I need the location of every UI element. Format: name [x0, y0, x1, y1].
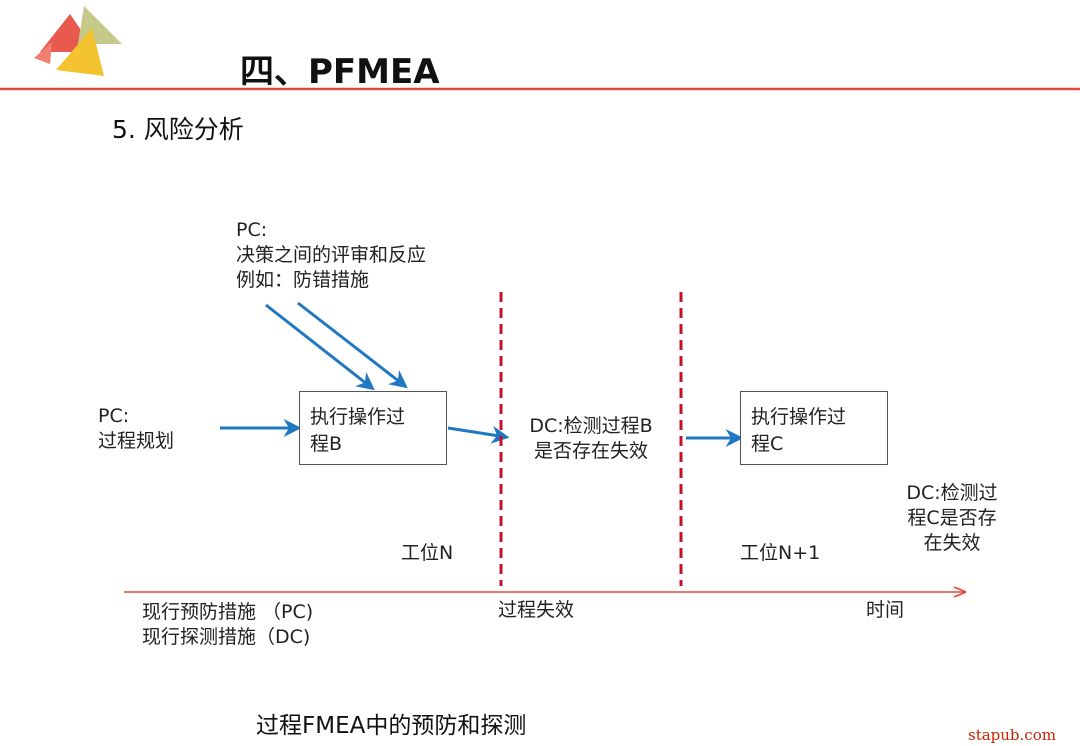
pc-left-line2: 过程规划 — [98, 430, 175, 452]
process-box-c: 执行操作过 程C — [740, 391, 888, 465]
dc-c-line3: 在失效 — [923, 532, 981, 554]
time-label: 时间 — [866, 599, 905, 621]
arrow-pc-top-2 — [297, 301, 408, 389]
box-c-line1: 执行操作过 — [751, 406, 847, 428]
legend-dc: 现行探测措施（DC) — [142, 626, 311, 648]
pc-left-label: PC: 过程规划 — [98, 404, 174, 454]
logo-triangle-yellow — [56, 28, 104, 76]
page-title: 四、PFMEA — [240, 52, 440, 92]
dc-c-line1: DC:检测过 — [906, 482, 998, 504]
pc-top-label: PC: 决策之间的评审和反应 例如：防错措施 — [236, 218, 426, 293]
header-decoration — [0, 6, 1080, 91]
legend-pc: 现行预防措施 （PC) — [142, 601, 314, 623]
dc-c-line2: 程C是否存 — [907, 507, 997, 529]
box-c-line2: 程C — [751, 433, 784, 455]
process-box-b: 执行操作过 程B — [299, 391, 447, 465]
dc-c-label: DC:检测过 程C是否存 在失效 — [896, 481, 1008, 556]
logo — [34, 6, 122, 76]
dc-b-label: DC:检测过程B 是否存在失效 — [516, 414, 666, 464]
watermark: stapub.com — [968, 726, 1056, 744]
station-n-label: 工位N — [401, 542, 454, 564]
arrow-pc-top-1 — [265, 303, 375, 391]
diagram-caption: 过程FMEA中的预防和探测 — [256, 713, 527, 739]
process-failure-label: 过程失效 — [498, 599, 575, 621]
box-b-line2: 程B — [310, 433, 343, 455]
arrow-box-b-out — [447, 425, 510, 444]
dc-b-line2: 是否存在失效 — [533, 440, 648, 462]
pc-top-line2: 决策之间的评审和反应 — [236, 244, 427, 266]
dc-b-line1: DC:检测过程B — [529, 415, 653, 437]
pc-left-line1: PC: — [98, 405, 130, 427]
pc-top-line3: 例如：防错措施 — [236, 269, 370, 291]
section-title: 5. 风险分析 — [112, 115, 244, 144]
pc-top-line1: PC: — [236, 219, 268, 241]
logo-triangle-small — [34, 42, 52, 64]
legend: 现行预防措施 （PC) 现行探测措施（DC) — [142, 600, 313, 650]
station-n1-label: 工位N+1 — [740, 542, 821, 564]
box-b-line1: 执行操作过 — [310, 406, 406, 428]
